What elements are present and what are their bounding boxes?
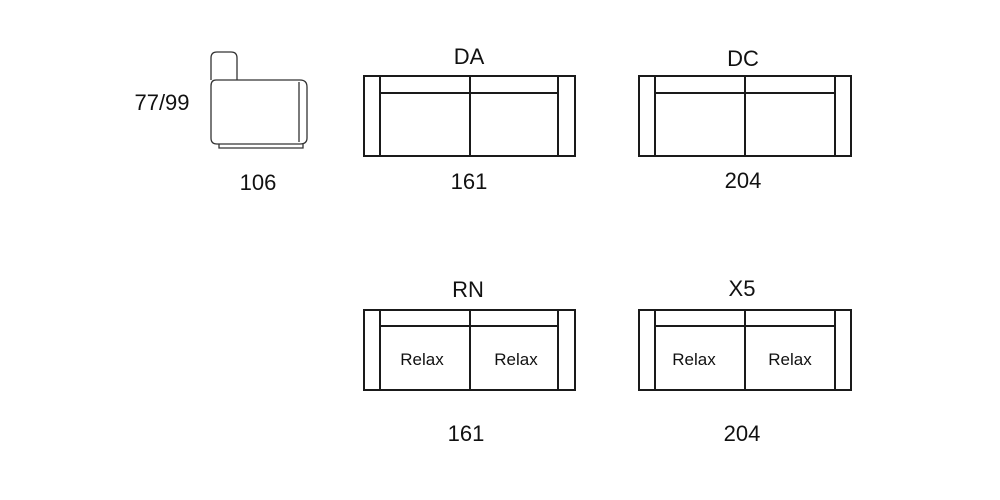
seat-label-left: Relax [672, 350, 716, 369]
model-da: DA 161 [363, 44, 576, 194]
side-profile-drawing [210, 51, 308, 149]
sofa-top-view [638, 75, 852, 157]
side-depth-label: 106 [240, 170, 277, 195]
model-x5: X5 Relax Relax 204 [638, 276, 852, 446]
side-view: 77/99 106 [134, 51, 308, 195]
sofa-top-view [363, 309, 576, 391]
model-width-label: 161 [448, 421, 485, 446]
model-code: X5 [729, 276, 756, 301]
model-width-label: 204 [725, 168, 762, 193]
model-code: DC [727, 46, 759, 71]
model-dc: DC 204 [638, 46, 852, 193]
model-rn: RN Relax Relax 161 [363, 277, 576, 446]
side-height-label: 77/99 [134, 90, 189, 115]
seat-label-left: Relax [400, 350, 444, 369]
model-code: DA [454, 44, 485, 69]
seat-label-right: Relax [768, 350, 812, 369]
model-width-label: 204 [724, 421, 761, 446]
sofa-top-view [363, 75, 576, 157]
model-code: RN [452, 277, 484, 302]
model-width-label: 161 [451, 169, 488, 194]
seat-label-right: Relax [494, 350, 538, 369]
sofa-top-view [638, 309, 852, 391]
